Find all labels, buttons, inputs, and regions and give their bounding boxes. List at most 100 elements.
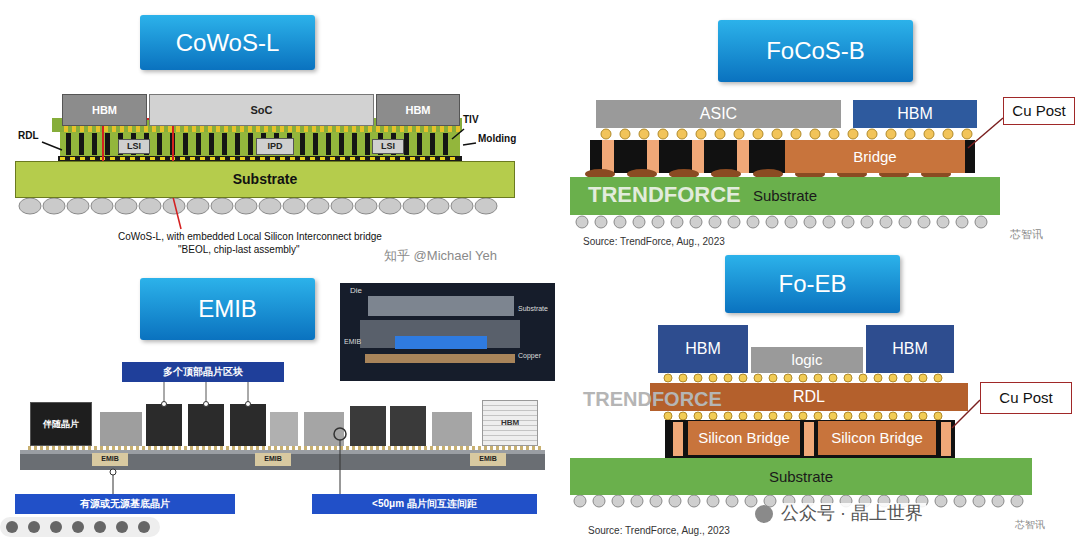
top-die <box>146 404 182 446</box>
micro-bump <box>412 446 415 450</box>
micro-bump <box>238 446 241 450</box>
micro-bump <box>250 446 253 450</box>
micro-bump <box>58 446 61 450</box>
solder-ball <box>139 198 161 214</box>
solder-ball <box>43 198 65 214</box>
through-via <box>443 133 448 155</box>
micro-bump <box>696 129 706 139</box>
micro-bump <box>112 126 116 132</box>
solder-ball <box>956 216 968 228</box>
toolbar-icon <box>28 521 40 533</box>
micro-bump <box>400 126 404 132</box>
solder-ball <box>804 216 816 228</box>
node-text: logic <box>792 351 823 368</box>
solder-ball <box>861 216 873 228</box>
micro-bump <box>304 126 308 132</box>
micro-bump <box>769 412 777 420</box>
die-layer <box>368 296 514 316</box>
solder-ball <box>614 216 626 228</box>
micro-bump <box>478 446 481 450</box>
copper-post <box>602 140 614 173</box>
through-via <box>183 133 188 155</box>
micro-bump <box>753 129 763 139</box>
through-via <box>222 133 227 155</box>
hbm-die: HBM <box>866 325 954 373</box>
title-tab: CoWoS-L <box>140 15 315 70</box>
rdl-trace <box>280 157 285 160</box>
micro-bump <box>406 446 409 450</box>
micro-bump <box>304 446 307 450</box>
watermark: 芯智讯 <box>1010 228 1043 241</box>
micro-bump <box>904 374 912 382</box>
through-via <box>196 133 201 155</box>
rdl-trace <box>60 157 65 160</box>
micro-bump <box>154 446 157 450</box>
micro-bump <box>364 446 367 450</box>
solder-ball <box>576 216 588 228</box>
node-text: RDL <box>793 388 825 406</box>
micro-bump <box>679 374 687 382</box>
solder-ball <box>259 198 281 214</box>
leader-line <box>340 440 341 494</box>
micro-bump <box>328 126 332 132</box>
solder-ball <box>19 198 41 214</box>
node-text: Fo-EB <box>778 270 846 298</box>
copper-post <box>804 422 814 456</box>
through-via <box>404 133 409 155</box>
node-text: EMIB <box>101 455 119 463</box>
micro-bump <box>312 126 316 132</box>
emib-bridge: EMIB <box>92 453 128 466</box>
node-text: Bridge <box>853 148 896 165</box>
through-via <box>92 133 97 155</box>
micro-bump <box>136 126 140 132</box>
micro-bump <box>769 374 777 382</box>
micro-bump <box>166 446 169 450</box>
rdl-trace <box>130 157 135 160</box>
micro-bump <box>214 446 217 450</box>
rdl-trace <box>80 157 85 160</box>
micro-bump <box>144 126 148 132</box>
micro-bump <box>382 446 385 450</box>
solder-ball <box>671 216 683 228</box>
micro-bump <box>80 126 84 132</box>
micro-bump <box>874 374 882 382</box>
micro-bump <box>352 446 355 450</box>
solder-ball <box>595 216 607 228</box>
micro-bump <box>514 446 517 450</box>
micro-bump <box>460 446 463 450</box>
solder-ball <box>785 216 797 228</box>
toolbar-icon <box>50 521 62 533</box>
copper-layer <box>365 354 515 363</box>
micro-bump <box>924 129 934 139</box>
title-tab: Fo-EB <box>725 255 900 313</box>
top-die <box>230 404 266 446</box>
micro-bump <box>791 129 801 139</box>
micro-bump <box>178 446 181 450</box>
micro-bump <box>814 374 822 382</box>
micro-bump <box>442 446 445 450</box>
rdl-trace <box>110 157 115 160</box>
solder-ball <box>1011 495 1023 507</box>
solder-ball <box>973 495 985 507</box>
banner: <50μm 晶片间互连间距 <box>312 494 537 514</box>
solder-ball <box>954 495 966 507</box>
node-text: Silicon Bridge <box>831 429 923 446</box>
through-via <box>326 133 331 155</box>
micro-bump <box>274 446 277 450</box>
micro-bump <box>346 446 349 450</box>
rdl-trace <box>200 157 205 160</box>
micro-bump <box>784 412 792 420</box>
micro-bump <box>76 446 79 450</box>
solder-ball <box>766 216 778 228</box>
photo-inset <box>340 283 555 381</box>
micro-bump <box>216 126 220 132</box>
leader-line <box>248 382 249 402</box>
node-text: EMIB <box>479 455 497 463</box>
micro-bump <box>256 126 260 132</box>
micro-bump <box>370 446 373 450</box>
top-die <box>188 404 224 446</box>
solder-ball <box>331 198 353 214</box>
micro-bump <box>118 446 121 450</box>
solder-ball <box>355 198 377 214</box>
micro-bump <box>160 446 163 450</box>
